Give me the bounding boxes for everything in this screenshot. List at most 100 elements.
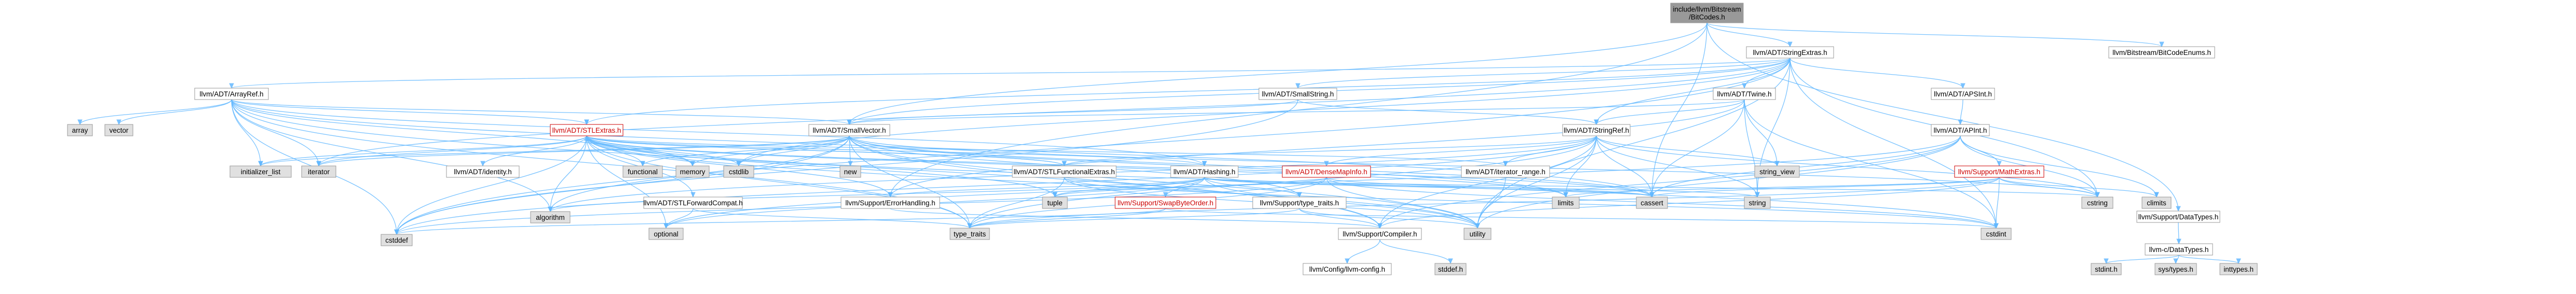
edge-arrayref-to-stlextras	[231, 99, 587, 125]
node-box	[1434, 263, 1467, 275]
edge-stlextras-to-iterator	[318, 135, 587, 166]
edge-hashing-to-algorithm	[550, 177, 1205, 212]
node-box	[1954, 165, 2044, 178]
node-ctypes[interactable]: llvm-c/DataTypes.h	[2145, 243, 2213, 256]
edge-hashing-to-cassert	[1204, 177, 1652, 198]
edge-densemapinfo-to-cassert	[1326, 177, 1652, 198]
node-label: llvm/ADT/STLForwardCompat.h	[643, 199, 742, 207]
edge-arrowhead-typetraits_llvm-to-typetraits	[967, 223, 972, 229]
node-label: cstdint	[1986, 230, 2006, 238]
node-identity[interactable]: llvm/ADT/identity.h	[446, 165, 520, 178]
node-systypes: sys/types.h	[2154, 263, 2197, 275]
edge-arrowhead-mathextras-to-limits	[1563, 192, 1568, 198]
node-stringview: string_view	[1754, 165, 1800, 178]
edge-stringextras-to-stlextras	[586, 58, 1791, 125]
node-tuple: tuple	[1042, 197, 1068, 209]
node-stlfunctional[interactable]: llvm/ADT/STLFunctionalExtras.h	[1012, 165, 1117, 178]
node-box	[550, 124, 623, 136]
edge-ctypes-to-stdint_h	[2106, 255, 2179, 264]
node-initlist: initializer_list	[229, 165, 292, 178]
edge-apint-to-optional	[666, 135, 1961, 229]
node-label: llvm/ADT/Hashing.h	[1173, 168, 1235, 176]
edge-arrowhead-densemapinfo-to-cassert	[1649, 192, 1655, 198]
node-memory: memory	[675, 165, 710, 178]
node-smallstring[interactable]: llvm/ADT/SmallString.h	[1258, 88, 1337, 100]
edge-arrowhead-root-to-stringextras	[1787, 41, 1793, 48]
node-box	[1552, 197, 1580, 209]
node-stringref[interactable]: llvm/ADT/StringRef.h	[1562, 124, 1631, 136]
edge-arrowhead-typetraits_llvm-to-utility	[1475, 223, 1480, 229]
node-label: stddef.h	[1438, 265, 1463, 273]
node-stringextras[interactable]: llvm/ADT/StringExtras.h	[1746, 46, 1834, 59]
node-bitcodeenums[interactable]: llvm/Bitstream/BitCodeEnums.h	[2108, 46, 2215, 59]
node-apint[interactable]: llvm/ADT/APInt.h	[1931, 124, 1990, 136]
edge-arrayref-to-hashing	[231, 99, 1205, 166]
edge-stlextras-to-cstdlib	[586, 135, 739, 166]
node-label: llvm/ADT/STLExtras.h	[552, 127, 621, 134]
edge-compiler-to-llvmconfig	[1347, 239, 1380, 264]
node-stddef_h: stddef.h	[1434, 263, 1467, 275]
edge-arrayref-to-vector	[118, 99, 232, 125]
node-cstddef: cstddef	[381, 234, 413, 246]
node-stlextras[interactable]: llvm/ADT/STLExtras.h	[550, 124, 623, 136]
node-smallvector[interactable]: llvm/ADT/SmallVector.h	[808, 124, 890, 136]
node-label: array	[72, 127, 88, 134]
node-label: llvm/ADT/APSInt.h	[1934, 90, 1992, 98]
node-label: cstring	[2087, 199, 2108, 207]
node-box	[1303, 263, 1392, 275]
node-label: string_view	[1759, 168, 1795, 176]
edge-arrowhead-typetraits_llvm-to-compiler	[1377, 223, 1382, 229]
node-box	[2108, 46, 2215, 59]
node-densemapinfo[interactable]: llvm/ADT/DenseMapInfo.h	[1282, 165, 1371, 178]
node-label: cassert	[1640, 199, 1663, 207]
node-iterator: iterator	[301, 165, 336, 178]
node-compiler[interactable]: llvm/Support/Compiler.h	[1338, 228, 1422, 240]
edge-arrowhead-stringextras-to-arrayref	[229, 83, 234, 89]
node-llvmconfig[interactable]: llvm/Config/llvm-config.h	[1303, 263, 1392, 275]
node-box	[194, 88, 269, 100]
node-label: llvm-c/DataTypes.h	[2149, 246, 2209, 254]
node-label: limits	[1558, 199, 1574, 207]
edge-arrowhead-hashing-to-errorhandling	[888, 192, 893, 198]
edge-typetraits_llvm-to-compiler	[1299, 208, 1380, 229]
node-box	[1636, 197, 1668, 209]
node-mathextras[interactable]: llvm/Support/MathExtras.h	[1954, 165, 2044, 178]
node-iterrange[interactable]: llvm/ADT/iterator_range.h	[1461, 165, 1550, 178]
edge-arrowhead-compiler-to-llvmconfig	[1345, 258, 1350, 264]
node-box	[1562, 124, 1631, 136]
edge-arrowhead-root-to-datatypes	[2176, 206, 2181, 212]
node-apsint[interactable]: llvm/ADT/APSInt.h	[1931, 88, 1995, 100]
node-optional: optional	[648, 228, 684, 240]
edge-arrowhead-smallvector-to-functional	[640, 161, 645, 167]
edge-stlextras-to-cstddef	[396, 135, 587, 235]
node-label: llvm/ADT/identity.h	[454, 168, 512, 176]
node-cstdint: cstdint	[1981, 228, 2012, 240]
node-twine[interactable]: llvm/ADT/Twine.h	[1713, 88, 1776, 100]
node-arrayref[interactable]: llvm/ADT/ArrayRef.h	[194, 88, 269, 100]
edge-twine-to-smallvector	[849, 99, 1745, 125]
node-swapbyteorder[interactable]: llvm/Support/SwapByteOrder.h	[1115, 197, 1216, 209]
node-errorhandling[interactable]: llvm/Support/ErrorHandling.h	[840, 197, 940, 209]
edge-arrowhead-datatypes-to-ctypes	[2176, 239, 2181, 245]
edge-stringextras-to-apsint	[1789, 58, 1963, 89]
edge-stlextras-to-iterrange	[586, 135, 1506, 166]
node-box	[1931, 88, 1995, 100]
edge-arrowhead-hashing-to-string	[1755, 192, 1760, 198]
node-stlforward[interactable]: llvm/ADT/STLForwardCompat.h	[643, 197, 743, 209]
node-stdint_h: stdint.h	[2091, 263, 2122, 275]
node-label: cstddef	[385, 236, 408, 244]
node-datatypes[interactable]: llvm/Support/DataTypes.h	[2136, 211, 2220, 223]
node-label: llvm/ADT/iterator_range.h	[1466, 168, 1545, 176]
node-label: llvm/ADT/DenseMapInfo.h	[1285, 168, 1367, 176]
edge-arrowhead-hashing-to-cstring	[2095, 192, 2100, 198]
node-hashing[interactable]: llvm/ADT/Hashing.h	[1170, 165, 1239, 178]
node-typetraits_llvm[interactable]: llvm/Support/type_traits.h	[1252, 197, 1347, 209]
edge-stlextras-to-algorithm	[550, 135, 587, 212]
node-box	[1042, 197, 1068, 209]
node-box	[301, 165, 336, 178]
node-box	[675, 165, 710, 178]
edge-arrowhead-densemapinfo-to-tuple	[1052, 192, 1057, 198]
edge-smallvector-to-cstddef	[396, 135, 850, 235]
edge-stlfunctional-to-typetraits	[969, 177, 1065, 229]
edge-twine-to-cstdint	[1744, 99, 1997, 229]
